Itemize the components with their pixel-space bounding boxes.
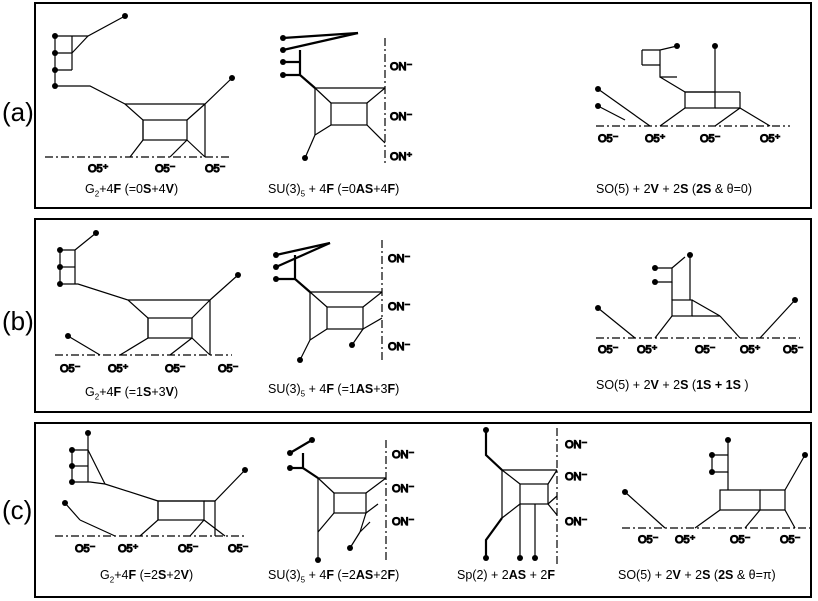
caption-g2-c: G2+4F (=2S+2V) [100,568,194,585]
web-so5-c [621,436,810,529]
plane-label: O5⁻ [205,163,226,175]
plane-label: O5⁻ [638,534,659,546]
plane-label: O5⁻ [155,163,176,175]
plane-label: ON⁻ [392,449,415,461]
plane-label: O5⁻ [783,344,804,356]
web-su3-a [279,31,386,165]
plane-label: ON⁻ [565,439,588,451]
caption-su3-c: SU(3)5 + 4F (=2AS+2F) [268,568,400,585]
web-g2-b [55,229,242,356]
plane-label: ON⁻ [390,61,413,73]
plane-label: ON⁻ [565,471,588,483]
web-sp2-c [482,426,558,565]
plane-label: O5⁻ [695,344,716,356]
caption-su3-a: SU(3)5 + 4F (=0AS+4F) [268,182,400,199]
plane-label: O5⁻ [165,363,186,375]
caption-g2-b: G2+4F (=1S+3V) [85,385,179,402]
plane-label: ON⁻ [388,253,411,265]
plane-label: O5⁺ [637,344,658,356]
caption-g2-a: G2+4F (=0S+4V) [85,182,179,199]
web-so5-a [594,42,790,127]
plane-label: O5⁺ [645,133,666,145]
web-g2-a [45,12,236,158]
row-label-b: (b) [2,306,34,336]
caption-so5-a: SO(5) + 2V + 2S (2S & θ=0) [596,182,753,196]
panel-b [34,218,812,413]
plane-label: ON⁻ [388,301,411,313]
plane-label: O5⁻ [228,543,249,555]
plane-label: O5⁺ [108,363,129,375]
web-su3-c [286,436,387,564]
plane-label: ON⁺ [390,151,413,163]
plane-label: O5⁺ [740,344,761,356]
plane-label: O5⁻ [218,363,239,375]
plane-label: ON⁻ [390,111,413,123]
caption-sp2-c: Sp(2) + 2AS + 2F [457,568,555,582]
web-so5-b [594,251,800,339]
web-g2-c [55,429,249,537]
plane-label: O5⁻ [598,133,619,145]
plane-label: O5⁻ [700,133,721,145]
plane-label: ON⁻ [392,516,415,528]
plane-label: O5⁻ [730,534,751,546]
row-label-c: (c) [2,495,33,525]
row-label-a: (a) [2,97,34,127]
plane-label: O5⁺ [760,133,781,145]
plane-label: ON⁻ [388,341,411,353]
caption-so5-b: SO(5) + 2V + 2S (1S + 1S ) [596,378,749,392]
plane-label: O5⁺ [675,534,696,546]
panel-a [34,2,812,209]
plane-label: O5⁺ [118,543,139,555]
plane-label: ON⁻ [565,516,588,528]
plane-label: O5⁻ [178,543,199,555]
web-su3-b [272,240,383,364]
caption-so5-c: SO(5) + 2V + 2S (2S & θ=π) [618,568,776,582]
plane-label: O5⁻ [598,344,619,356]
plane-label: O5⁻ [780,534,801,546]
plane-label: ON⁻ [392,483,415,495]
caption-su3-b: SU(3)5 + 4F (=1AS+3F) [268,382,400,399]
plane-label: O5⁺ [88,163,109,175]
plane-label: O5⁻ [60,363,81,375]
plane-label: O5⁻ [75,543,96,555]
panel-c [34,422,812,598]
